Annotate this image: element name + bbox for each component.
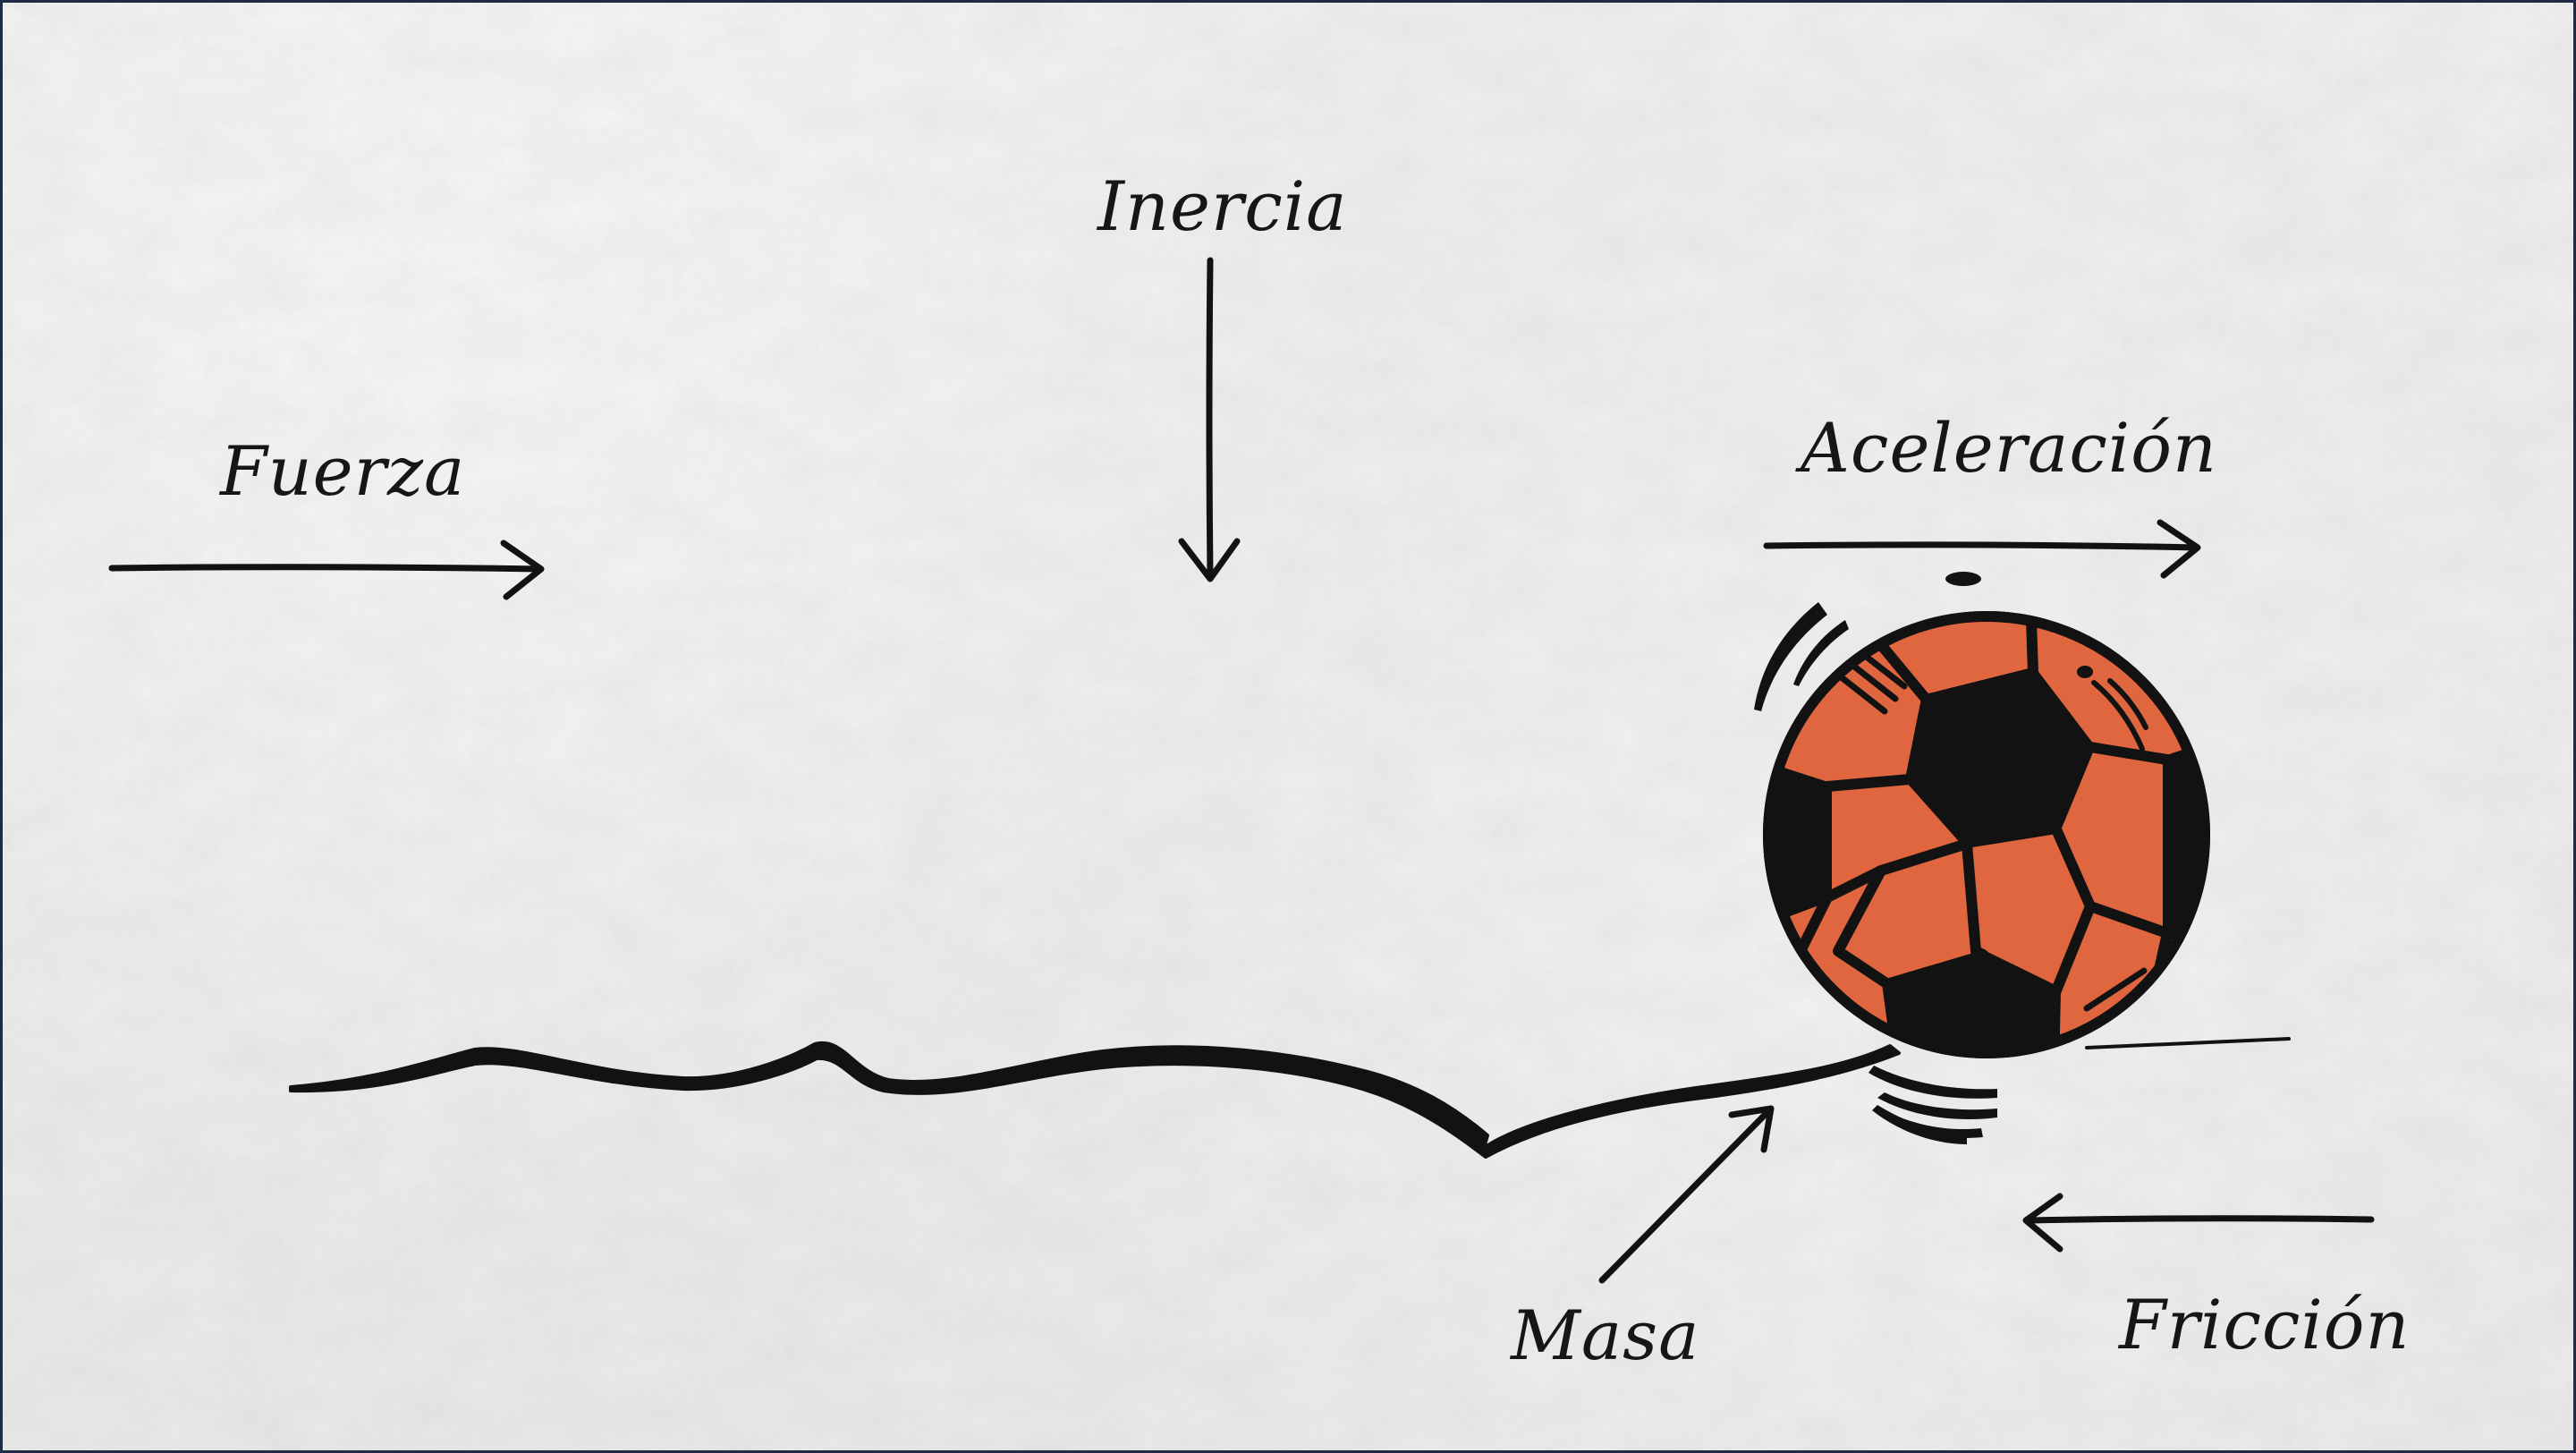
ground-line-right <box>2085 1037 2291 1049</box>
soccer-ball-icon <box>1763 611 2210 1058</box>
label-masa: Masa <box>1511 1296 1700 1375</box>
friccion-arrow <box>2022 1193 2375 1253</box>
force-diagram <box>108 257 2375 1284</box>
inercia-arrow <box>1178 257 1241 582</box>
label-aceleracion: Aceleración <box>1801 408 2217 488</box>
label-inercia: Inercia <box>1097 166 1348 246</box>
fuerza-arrow <box>108 540 545 600</box>
masa-arrow <box>1598 1105 1775 1284</box>
aceleracion-arrow <box>1763 519 2201 579</box>
motion-lines <box>1754 572 1997 1144</box>
label-friccion: Fricción <box>2119 1285 2411 1364</box>
label-fuerza: Fuerza <box>220 431 466 511</box>
ground-line <box>289 1041 1901 1159</box>
